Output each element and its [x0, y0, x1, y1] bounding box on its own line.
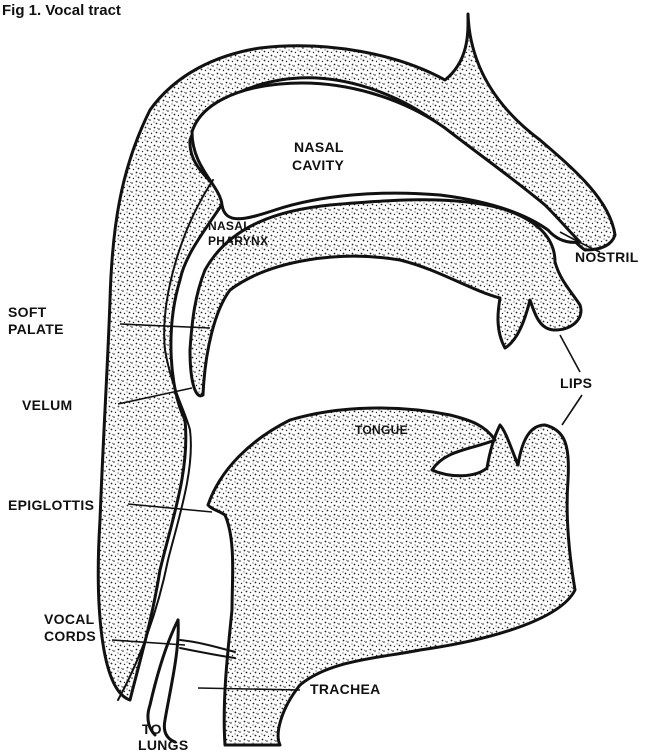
label-soft-palate-line1: SOFT [8, 304, 47, 320]
lips-leader-lower [562, 395, 582, 425]
label-nasal-cavity-line2: CAVITY [292, 157, 344, 173]
label-vocal-cords-line1: VOCAL [44, 611, 95, 627]
lips-leader-upper [560, 335, 580, 372]
label-lips: LIPS [560, 375, 592, 391]
label-epiglottis: EPIGLOTTIS [8, 497, 94, 513]
label-nostril: NOSTRIL [575, 249, 639, 265]
label-velum: VELUM [22, 397, 73, 413]
tongue-tissue [208, 408, 575, 745]
label-tongue: TONGUE [355, 423, 408, 437]
label-nasal-cavity-line1: NASAL [294, 139, 344, 155]
label-trachea: TRACHEA [310, 681, 381, 697]
label-nasal-pharynx-line1: NASAL [208, 219, 251, 233]
label-vocal-cords-line2: CORDS [44, 628, 96, 644]
diagram-title: Fig 1. Vocal tract [2, 2, 121, 19]
label-nasal-pharynx-line2: PHARYNX [208, 234, 268, 248]
label-to-lungs-line1: TO [142, 721, 162, 737]
label-to-lungs-line2: LUNGS [138, 737, 189, 753]
label-soft-palate-line2: PALATE [8, 321, 64, 337]
